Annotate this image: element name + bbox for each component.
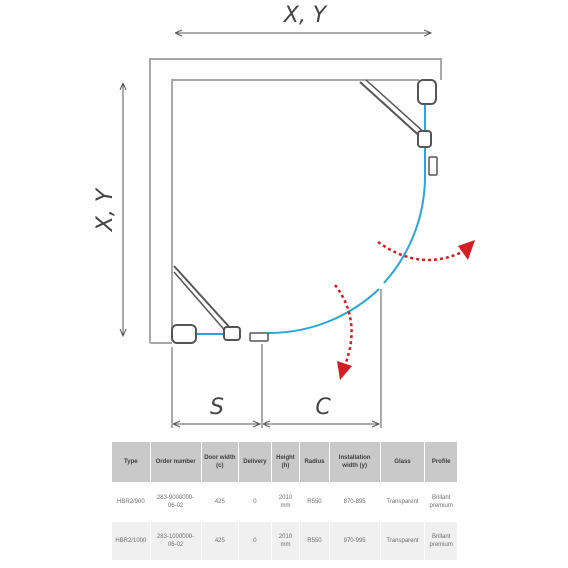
table-row: HBR2/900 283-9000000-06-02 425 0 2010 mm… xyxy=(112,483,457,521)
cell-glass: Transparent xyxy=(380,483,425,521)
header-profile: Profile xyxy=(425,442,457,482)
cell-height: 2010 mm xyxy=(271,522,300,560)
c-dimension-label: C xyxy=(315,395,331,420)
cell-radius: R550 xyxy=(300,522,329,560)
fixed-panel-top xyxy=(359,79,427,141)
header-height: Height (h) xyxy=(271,442,300,482)
door-handle-bottom xyxy=(249,332,269,342)
cell-delivery: 0 xyxy=(239,522,271,560)
cell-height: 2010 mm xyxy=(271,483,300,521)
cell-delivery: 0 xyxy=(239,483,271,521)
header-delivery: Delivery xyxy=(239,442,271,482)
shower-enclosure-diagram: X, Y X, Y xyxy=(93,3,475,428)
cell-door-width: 425 xyxy=(201,483,239,521)
cell-order-number: 283-1000000-06-02 xyxy=(150,522,201,560)
cell-profile: Brillant premium xyxy=(425,483,457,521)
table-header-row: Type Order number Door width (c) Deliver… xyxy=(112,442,457,482)
door-hinge-top xyxy=(417,130,432,148)
s-c-dimension xyxy=(171,289,382,428)
opening-arrow-right xyxy=(377,240,475,262)
cell-installation-width: 970-995 xyxy=(329,522,380,560)
header-installation-width: Installation width (y) xyxy=(329,442,380,482)
header-door-width: Door width (c) xyxy=(201,442,239,482)
cell-door-width: 425 xyxy=(201,522,239,560)
cell-type: HBR2/900 xyxy=(112,483,150,521)
fixed-panel-left xyxy=(173,265,233,335)
glass-doors xyxy=(197,105,427,335)
door-hinge-bottom xyxy=(223,326,241,341)
s-dimension-label: S xyxy=(210,395,224,420)
header-radius: Radius xyxy=(300,442,329,482)
cell-order-number: 283-9000000-06-02 xyxy=(150,483,201,521)
cell-installation-width: 870-895 xyxy=(329,483,380,521)
table-row: HBR2/1000 283-1000000-06-02 425 0 2010 m… xyxy=(112,522,457,560)
wall-profile-bottom-left xyxy=(171,324,197,344)
header-order-number: Order number xyxy=(150,442,201,482)
cell-profile: Brillant premium xyxy=(425,522,457,560)
left-dimension: X, Y xyxy=(93,84,123,336)
top-dimension-label: X, Y xyxy=(283,3,328,28)
wall-profile-top-right xyxy=(417,79,437,105)
cell-radius: R550 xyxy=(300,483,329,521)
left-dimension-label: X, Y xyxy=(93,187,118,232)
opening-arrow-down xyxy=(334,284,353,380)
top-dimension: X, Y xyxy=(176,3,431,33)
cell-type: HBR2/1000 xyxy=(112,522,150,560)
cell-glass: Transparent xyxy=(380,522,425,560)
wall-frame xyxy=(149,58,442,344)
product-spec-table: Type Order number Door width (c) Deliver… xyxy=(111,441,458,561)
door-handle-top xyxy=(428,156,438,176)
header-type: Type xyxy=(112,442,150,482)
header-glass: Glass xyxy=(380,442,425,482)
